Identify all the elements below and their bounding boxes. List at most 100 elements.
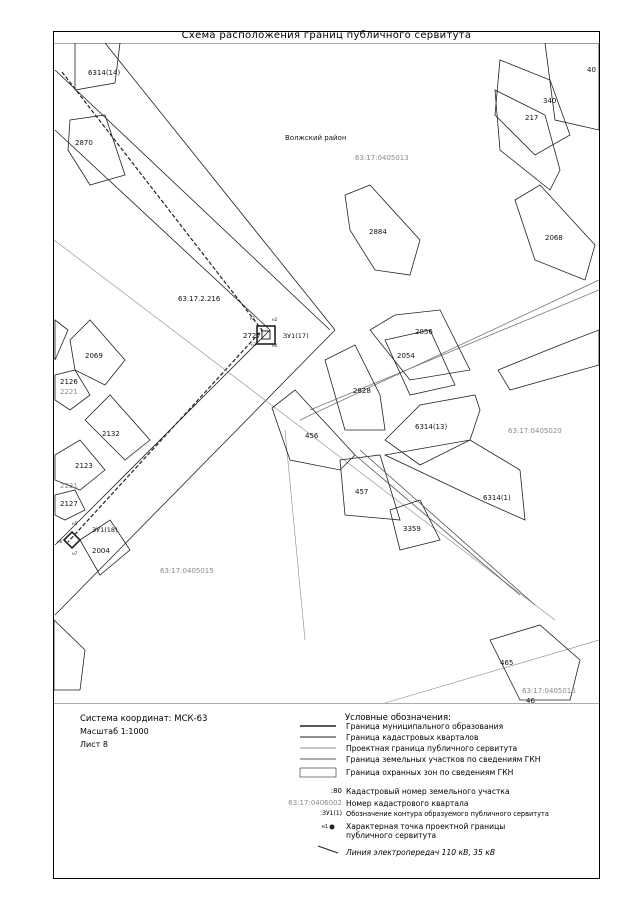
parcel-label: 457 [355, 488, 369, 496]
parcel-2127 [54, 489, 86, 521]
parcel-label: 2126 [60, 378, 78, 386]
parcel-6314-1 [383, 439, 526, 521]
power-line-1 [299, 279, 599, 421]
parcel-label: 40 [587, 66, 596, 74]
parcel-label: 6314(1) [483, 494, 511, 502]
parcel-label: 2884 [369, 228, 387, 236]
parcel-label: 340 [543, 97, 557, 105]
parcel-456 [271, 389, 356, 471]
parcel-edge [54, 319, 69, 361]
page-title: Схема расположения границ публичного сер… [181, 30, 472, 41]
parcel-2884 [344, 184, 421, 276]
parcel-2004 [79, 519, 131, 576]
contour-zu1-18 [62, 530, 82, 550]
road-label: 63.17.2.216 [178, 295, 221, 303]
legend-item-label: Обозначение контура образуемого публично… [346, 810, 549, 818]
legend-item-label: Граница кадастровых кварталов [346, 733, 479, 742]
parcel-40 [544, 43, 599, 131]
parcel-label: 6314(14) [88, 69, 121, 77]
legend-item-label: Линия электропередач 110 кВ, 35 кВ [346, 848, 496, 857]
parcel-6314-13 [384, 394, 481, 466]
parcel-457 [339, 454, 401, 521]
contour-zu1-17 [256, 325, 276, 345]
parcel-east [497, 329, 599, 391]
quarter-label-0405016: 63:17:0405016 [522, 687, 576, 695]
legend-sample: :ЗУ1(1) [320, 810, 342, 817]
legend-item-label: Граница земельных участков по сведениям … [346, 755, 541, 764]
point-mark: н3 [251, 342, 257, 347]
parcel-label: 3359 [403, 525, 421, 533]
parcel-2054 [384, 329, 456, 396]
parcel-label: 2054 [397, 352, 415, 360]
parcel-label: 2056 [415, 328, 433, 336]
parcel-2069 [69, 319, 126, 386]
contour-label: ЗУ1(17) [283, 332, 309, 340]
parcel-sw [54, 619, 86, 691]
legend-title: Условные обозначения: [345, 713, 451, 723]
parcel-2123 [54, 439, 106, 491]
legend-sym-point [329, 824, 335, 830]
parcel-465 [489, 624, 581, 701]
parcel-label: 2004 [92, 547, 110, 555]
parcel-label: 2132 [102, 430, 120, 438]
quarter-boundary-3 [384, 639, 599, 704]
contour-label: ЗУ1(18) [92, 526, 118, 534]
parcel-2126 [54, 369, 91, 411]
legend-sample: :80 [330, 787, 342, 795]
point-mark: н5 [72, 521, 78, 526]
servitude-line [61, 71, 263, 543]
legend-item-label: Проектная граница публичного сервитута [346, 744, 518, 753]
point-mark: н7 [72, 551, 78, 556]
road-corridor [54, 43, 336, 616]
district-label: Волжский район [285, 134, 347, 142]
legend-sample: н1 [321, 824, 328, 830]
point-mark: н6 [57, 539, 63, 544]
parcel-6314-14 [74, 43, 121, 91]
map-sheet [53, 31, 600, 879]
quarter-boundary-2 [284, 429, 306, 641]
parcel-label: 465 [500, 659, 514, 667]
parcel-label: 6314(13) [415, 423, 448, 431]
parcel-2056 [369, 309, 471, 381]
parcel-label: 2068 [545, 234, 563, 242]
parcel-2132 [84, 394, 151, 461]
legend-item-label: Характерная точка проектной границы публ… [346, 822, 506, 841]
channel-line-2 [359, 449, 536, 606]
parcel-label: 2828 [353, 387, 371, 395]
parcel-2870 [67, 114, 126, 186]
legend-item-label: Граница муниципального образования [346, 722, 504, 731]
coord-system-label: Система координат: МСК-63 [80, 714, 208, 724]
parcel-label: 2231 [60, 482, 78, 490]
sheet-label: Лист 8 [80, 740, 108, 749]
parcel-label: 46 [526, 697, 535, 705]
quarter-label-0405020: 63:17:0405020 [508, 427, 562, 435]
point-mark: н1 [250, 316, 256, 321]
power-line-2 [309, 289, 599, 411]
parcel-label: 2069 [85, 352, 103, 360]
parcel-3359 [389, 499, 441, 551]
parcel-label: 2127 [60, 500, 78, 508]
quarter-label-0405013: 63:17:0405013 [355, 154, 409, 162]
parcel-label: 2727 [243, 332, 261, 340]
parcel-label: 2870 [75, 139, 93, 147]
parcel-label: 2221 [60, 388, 78, 396]
contour-zu1-17-inner [261, 330, 271, 340]
parcel-label: 456 [305, 432, 319, 440]
point-mark: н2 [272, 317, 278, 322]
parcel-2068 [514, 184, 596, 281]
legend-item-label: Граница охранных зон по сведениям ГКН [346, 768, 514, 777]
parcel-340 [494, 59, 571, 156]
parcel-2828 [324, 344, 386, 431]
legend-item-label: Номер кадастрового квартала [346, 799, 469, 808]
scale-label: Масштаб 1:1000 [80, 727, 149, 736]
quarter-label-0405015: 63:17:0405015 [160, 567, 214, 575]
legend-sym-zone [299, 767, 337, 778]
legend-sym-powerline [317, 845, 339, 854]
quarter-boundary-1 [54, 239, 556, 621]
parcel-label: 2123 [75, 462, 93, 470]
legend-sample: 63:17:0406002 [288, 799, 342, 807]
parcel-217 [494, 89, 561, 191]
legend-item-label: Кадастровый номер земельного участка [346, 787, 510, 796]
point-mark: н4 [272, 343, 278, 348]
